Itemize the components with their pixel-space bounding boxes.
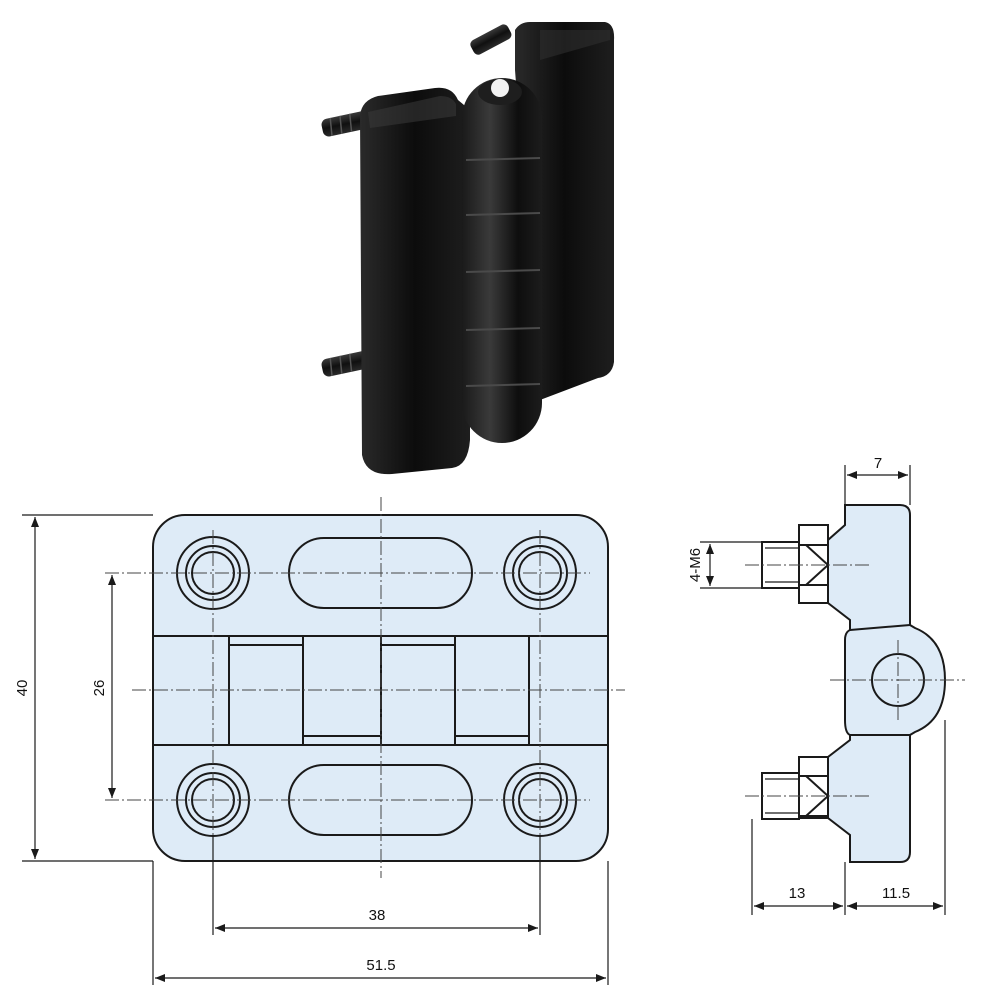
stud-front-top	[321, 111, 371, 137]
dim-overall-width-label: 51.5	[366, 957, 395, 974]
hinge-front-view-drawing: 40 26 38 51.5	[14, 497, 625, 985]
dim-stud-thread-label: 4-M6	[687, 548, 704, 582]
side-stud-top	[761, 524, 829, 604]
dim-overall-height-label: 40	[14, 680, 31, 697]
dim-side-depth-label: 11.5	[882, 885, 910, 902]
front-leaf	[360, 87, 470, 475]
dim-leaf-thickness-label: 7	[874, 455, 882, 472]
dim-hole-pitch-horizontal-label: 38	[369, 907, 386, 924]
stud-back-top	[470, 24, 512, 55]
hinge-side-view-drawing: 7 4-M6 13 11.5	[687, 455, 965, 915]
dim-hole-pitch-vertical-label: 26	[91, 680, 108, 697]
side-profile	[827, 504, 947, 863]
hinge-knuckle	[462, 78, 542, 443]
hinge-pin-cap-icon	[491, 79, 509, 97]
stud-front-bottom	[321, 351, 371, 377]
dim-stud-length-label: 13	[789, 885, 806, 902]
side-stud-bottom	[761, 756, 829, 820]
black-hinge-photo-icon	[321, 22, 615, 475]
